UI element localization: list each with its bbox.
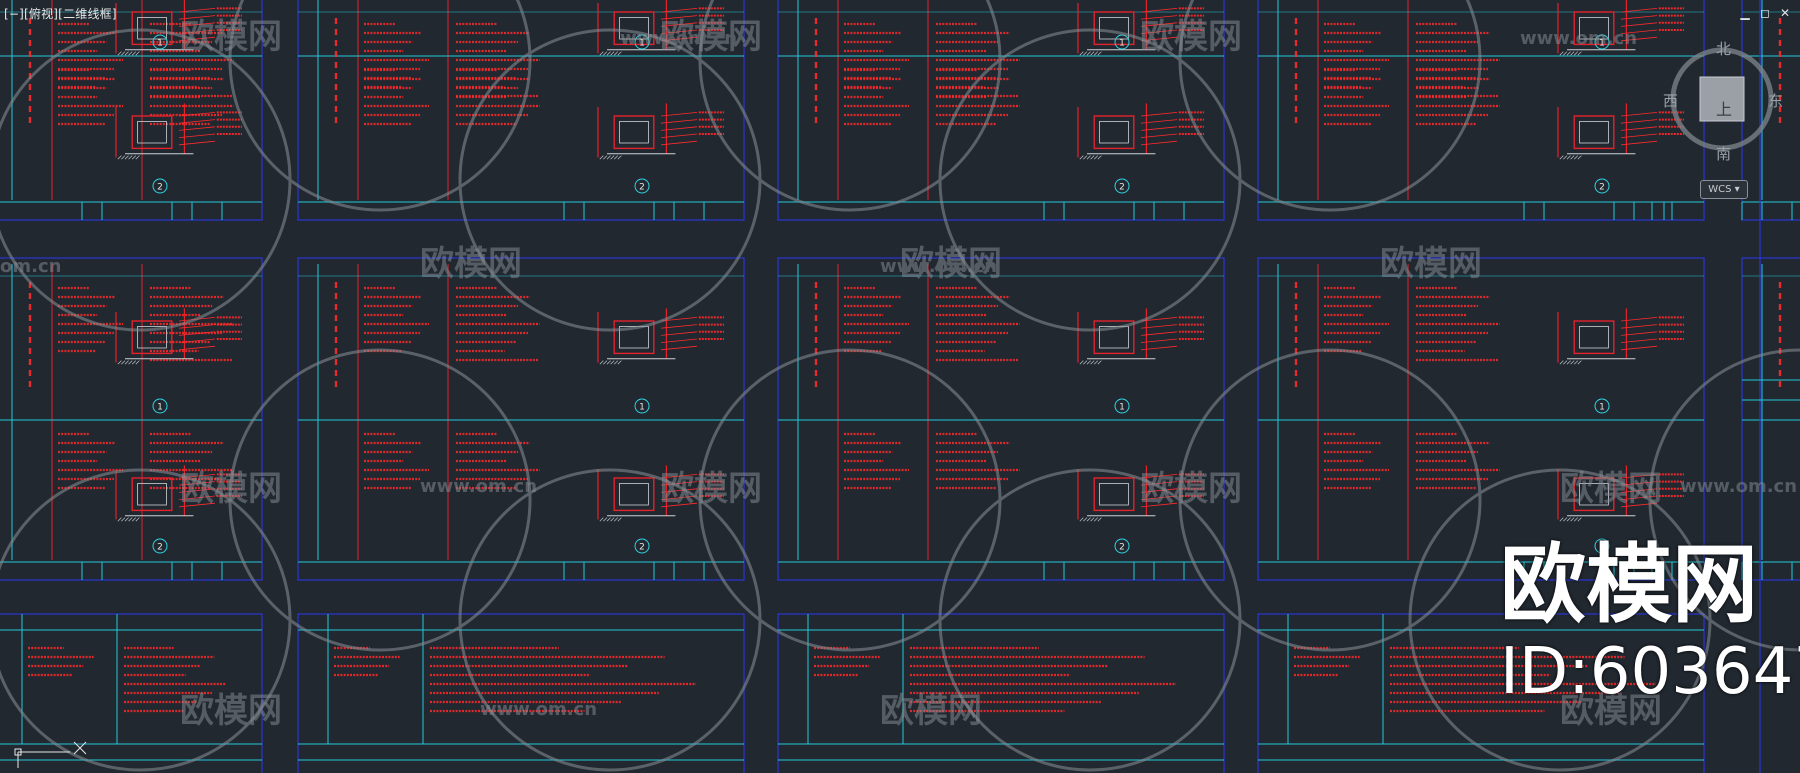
- watermark-text: 欧模网: [1380, 244, 1482, 284]
- watermark-text: www.om.cn: [880, 256, 997, 277]
- detail-marker-label: 2: [639, 543, 645, 553]
- detail-marker-label: 1: [1599, 403, 1605, 413]
- detail-marker-label: 1: [157, 403, 163, 413]
- detail-marker-label: 2: [639, 183, 645, 193]
- watermark-text: 欧模网: [1560, 469, 1662, 509]
- watermark-text: 欧模网: [180, 691, 282, 731]
- detail-marker-label: 2: [157, 543, 163, 553]
- drawing-sheet: 12: [0, 257, 263, 581]
- ucs-icon: [14, 741, 87, 768]
- viewcube-north[interactable]: 北: [1716, 40, 1732, 58]
- detail-marker-label: 2: [1119, 183, 1125, 193]
- watermark-text: www.om.cn: [420, 476, 537, 497]
- watermark-text: 欧模网: [900, 244, 1002, 284]
- drawing-sheet: 12: [297, 0, 745, 221]
- watermark-text: www.om.cn: [1680, 476, 1797, 497]
- viewcube-ring-icon: [1670, 47, 1774, 151]
- detail-marker-label: 1: [639, 403, 645, 413]
- drawing-sheet: 12: [0, 0, 263, 221]
- wcs-menu-button[interactable]: WCS ▾: [1700, 180, 1748, 199]
- close-icon[interactable]: ✕: [1779, 6, 1791, 20]
- watermark-text: 欧模网: [180, 17, 282, 57]
- viewcube-west[interactable]: 西: [1663, 92, 1679, 110]
- detail-marker-label: 2: [1599, 543, 1605, 553]
- watermark-text: 欧模网: [1140, 17, 1242, 57]
- restore-icon[interactable]: ◻: [1760, 6, 1770, 20]
- detail-marker-label: 1: [1599, 39, 1605, 49]
- detail-marker-label: 1: [1119, 39, 1125, 49]
- watermark-text: 欧模网: [880, 691, 982, 731]
- viewcube-top-face[interactable]: 上: [1716, 100, 1733, 119]
- viewcube-south[interactable]: 南: [1716, 145, 1732, 163]
- drawing-sheet: 12: [1257, 0, 1705, 221]
- drawing-sheet: [297, 613, 745, 773]
- watermark-texts: 欧模网欧模网欧模网欧模网欧模网欧模网欧模网欧模网欧模网欧模网欧模网欧模网欧模网w…: [0, 17, 1797, 731]
- detail-marker-label: 1: [1119, 403, 1125, 413]
- detail-marker-label: 1: [157, 39, 163, 49]
- drawing-sheet: [777, 613, 1225, 773]
- detail-marker-label: 1: [639, 39, 645, 49]
- watermark-text: 欧模网: [660, 17, 762, 57]
- watermark-text: 欧模网: [660, 469, 762, 509]
- watermark-text: 欧模网: [1560, 691, 1662, 731]
- detail-marker-label: 2: [157, 183, 163, 193]
- watermark-text: 欧模网: [180, 469, 282, 509]
- minimize-icon[interactable]: ▁: [1740, 6, 1750, 20]
- watermark-text: om.cn: [0, 256, 61, 277]
- viewcube-east[interactable]: 东: [1768, 92, 1784, 110]
- drawing-sheet: 12: [297, 257, 745, 581]
- watermark-text: www.om.cn: [1520, 28, 1637, 49]
- watermark-text: 欧模网: [1140, 469, 1242, 509]
- watermark-text: 欧模网: [420, 244, 522, 284]
- viewport-controls-label[interactable]: [−][俯视][二维线框]: [4, 7, 117, 21]
- drawing-sheet: [0, 613, 263, 773]
- viewcube-face-icon: [1699, 76, 1745, 122]
- drawing-sheet: 12: [777, 257, 1225, 581]
- brand-watermark-name: 欧模网: [1500, 535, 1758, 635]
- watermark-text: www.om.cn: [620, 28, 737, 49]
- watermark-text: www.om.cn: [480, 699, 597, 720]
- drawing-sheet: 12: [1257, 257, 1705, 581]
- drawing-sheet: [1651, 257, 1800, 581]
- window-controls: ▁ ◻ ✕: [1738, 6, 1792, 20]
- detail-marker-label: 2: [1599, 183, 1605, 193]
- detail-marker-label: 2: [1119, 543, 1125, 553]
- drawing-sheet: [1257, 613, 1705, 773]
- brand-watermark-id: ID:603647: [1500, 635, 1800, 709]
